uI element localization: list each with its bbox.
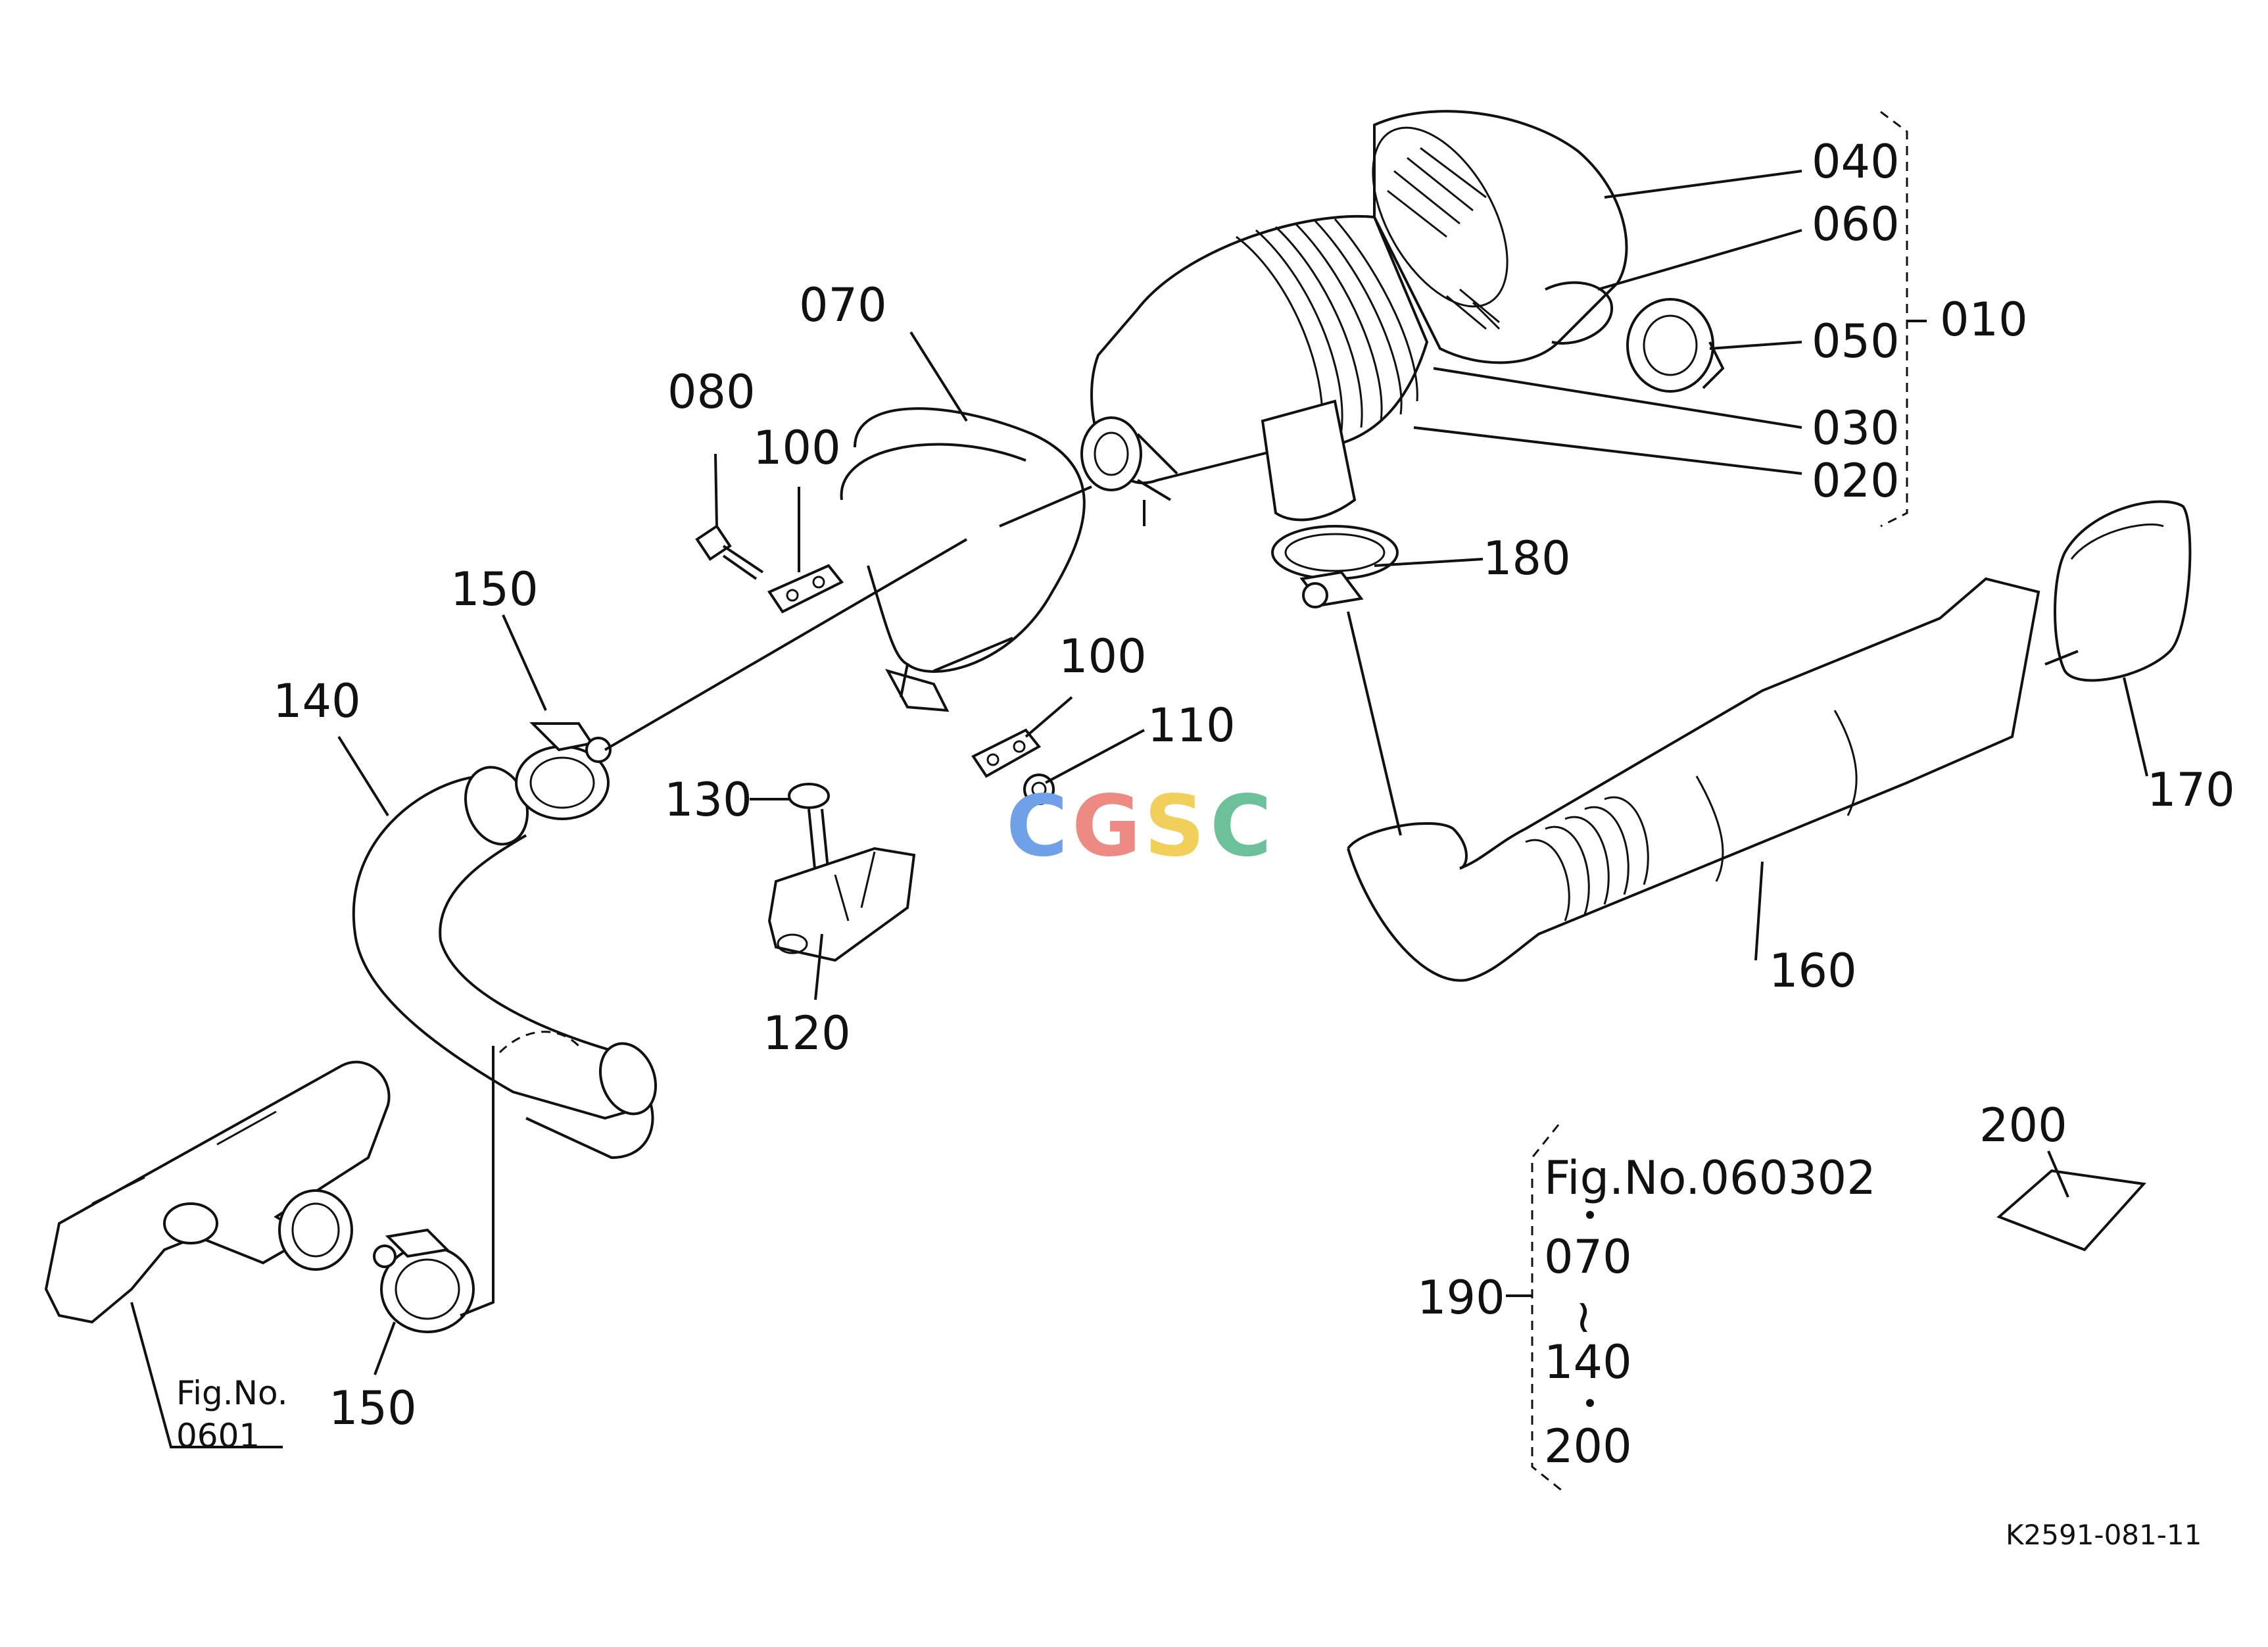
label-010: 010 — [1940, 293, 2028, 347]
label-020: 020 — [1812, 454, 1900, 508]
watermark-logo: C G S C — [1006, 777, 1272, 875]
part-070-band — [840, 407, 1086, 712]
label-130: 130 — [664, 773, 752, 827]
label-030: 030 — [1812, 401, 1900, 455]
watermark-g: G — [1072, 777, 1141, 875]
drawing-code: K2591-081-11 — [2006, 1519, 2202, 1551]
bracket-010 — [1880, 111, 1927, 528]
label-150-lower: 150 — [329, 1381, 417, 1435]
bracket-190 — [1531, 1124, 1566, 1494]
set-190-fig: Fig.No.060302 — [1544, 1151, 1876, 1205]
set-190-dot-2 — [1586, 1399, 1594, 1407]
label-100-lower: 100 — [1059, 629, 1147, 683]
label-200: 200 — [1979, 1098, 2067, 1152]
part-100-plate-lower — [971, 728, 1042, 778]
label-140: 140 — [273, 674, 361, 728]
label-150-upper: 150 — [450, 562, 539, 616]
part-100-plate-upper — [767, 564, 844, 614]
fig-ref-0601-line2: 0601 — [176, 1417, 260, 1455]
label-100-upper: 100 — [753, 421, 841, 475]
label-060: 060 — [1812, 197, 1900, 251]
label-190: 190 — [1417, 1271, 1505, 1325]
fig-ref-0601-line1: Fig.No. — [176, 1374, 288, 1412]
label-160: 160 — [1769, 944, 1857, 998]
set-190-dot-1 — [1586, 1211, 1594, 1219]
part-050-evacuator-valve — [1626, 298, 1725, 393]
part-080-bolt — [695, 524, 764, 580]
part-150-clamp-lower — [373, 1228, 475, 1333]
label-180: 180 — [1483, 531, 1571, 585]
label-050: 050 — [1812, 314, 1900, 368]
set-190-item-140: 140 — [1544, 1335, 1632, 1389]
set-190-list: Fig.No.060302 070 ≀ 140 200 — [1544, 1151, 1876, 1473]
part-160-air-hose — [1347, 577, 2040, 982]
watermark-c1: C — [1006, 777, 1068, 875]
set-190-item-200: 200 — [1544, 1419, 1632, 1473]
intake-manifold-reference — [44, 1060, 391, 1324]
part-170-seal — [2054, 500, 2192, 682]
fig-ref-0601: Fig.No. 0601 — [176, 1374, 288, 1455]
label-070: 070 — [799, 278, 887, 332]
air-cleaner-assembly — [1080, 110, 1628, 526]
watermark-s: S — [1144, 777, 1205, 875]
label-120: 120 — [763, 1006, 851, 1060]
label-110: 110 — [1147, 699, 1236, 752]
label-170: 170 — [2147, 763, 2235, 817]
label-040: 040 — [1812, 135, 1900, 189]
part-150-clamp-upper — [515, 722, 612, 820]
leader-lines — [130, 170, 2148, 1448]
set-190-tilde: ≀ — [1575, 1289, 1592, 1343]
part-130-bolt — [788, 783, 830, 875]
part-labels: 040 060 010 050 030 020 070 080 100 100 … — [273, 135, 2235, 1435]
set-190-item-070: 070 — [1544, 1230, 1632, 1284]
part-180-clamp — [1271, 525, 1399, 608]
part-120-bracket — [767, 847, 916, 962]
part-140-intake-pipe — [352, 766, 658, 1160]
label-080: 080 — [667, 365, 756, 419]
watermark-c2: C — [1210, 777, 1272, 875]
part-200-label — [1996, 1169, 2146, 1252]
